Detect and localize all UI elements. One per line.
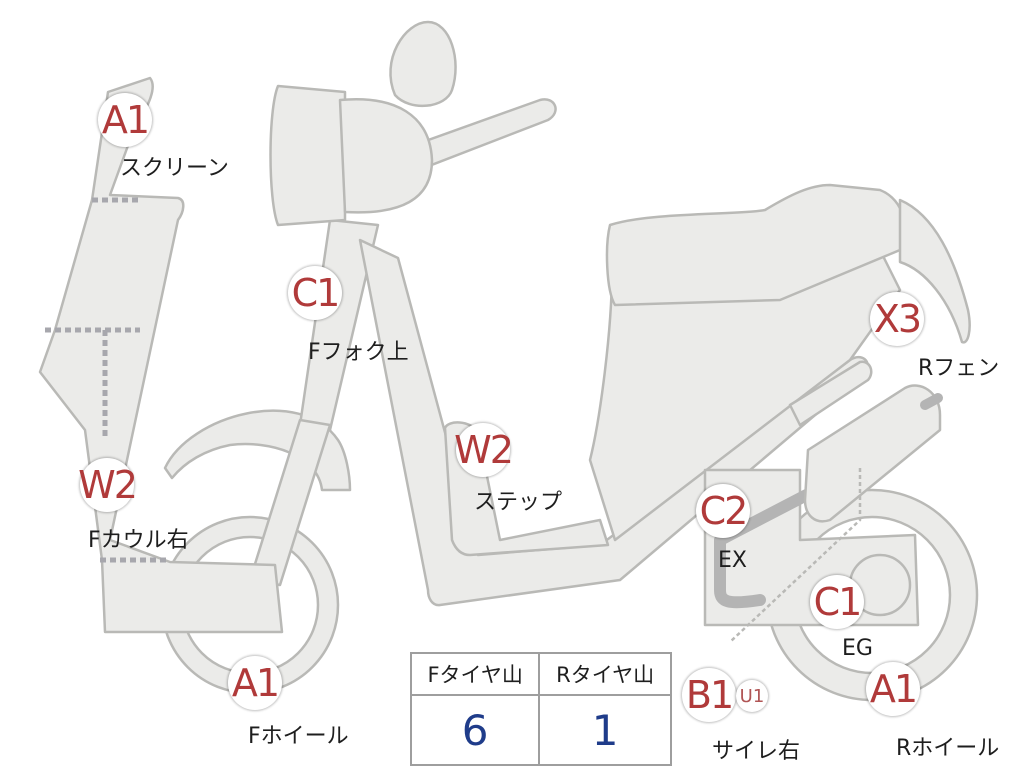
fork-lower — [248, 418, 332, 587]
part-label: Rホイール — [896, 736, 1000, 761]
front-tire-header: Fタイヤ山 — [409, 652, 541, 696]
mirror — [389, 20, 457, 108]
tire-tread-table: Fタイヤ山 Rタイヤ山 6 1 — [409, 652, 672, 766]
side-rail — [788, 360, 873, 427]
cowl-zone-lines — [45, 197, 170, 563]
damage-code-badge: A1 — [866, 662, 920, 716]
rear-tire-header: Rタイヤ山 — [538, 652, 672, 696]
marker-c1-ffork[interactable]: C1 — [288, 266, 342, 320]
silencer-tip — [920, 393, 943, 410]
marker-w2-fcowl[interactable]: W2 — [78, 458, 138, 512]
damage-code-badge: W2 — [78, 458, 138, 512]
headlight — [269, 84, 347, 227]
step-board — [443, 421, 610, 557]
part-label: EG — [842, 636, 873, 661]
part-label: Fカウル右 — [88, 528, 189, 553]
damage-subcode-badge: U1 — [736, 680, 768, 712]
rear-fender — [898, 198, 971, 344]
part-label: Fフォク上 — [308, 340, 409, 365]
rear-tire-value: 1 — [538, 694, 672, 766]
part-label: スクリーン — [120, 156, 229, 181]
rear-body — [588, 248, 902, 542]
marker-a1-fwheel[interactable]: A1 — [228, 656, 282, 710]
part-label: Fホイール — [248, 724, 349, 749]
marker-b1-silencer[interactable]: B1 — [682, 668, 736, 722]
marker-w2-step[interactable]: W2 — [454, 423, 514, 477]
silencer-pointer — [729, 468, 862, 643]
damage-code-badge: X3 — [870, 292, 924, 346]
damage-code-badge: C1 — [810, 575, 864, 629]
part-label: ステップ — [474, 490, 563, 515]
silencer — [803, 384, 942, 523]
seat — [605, 183, 907, 307]
damage-code-badge: B1 — [682, 668, 736, 722]
marker-a1-rwheel[interactable]: A1 — [866, 662, 920, 716]
damage-code-badge: A1 — [228, 656, 282, 710]
part-label: Rフェン — [918, 356, 1000, 381]
headlight-housing — [338, 98, 434, 214]
marker-c2-ex[interactable]: C2 — [696, 484, 750, 538]
damage-code-badge: W2 — [454, 423, 514, 477]
marker-x3-rfender[interactable]: X3 — [870, 292, 924, 346]
front-tire-value: 6 — [409, 694, 541, 766]
front-fork — [298, 218, 380, 432]
damage-code-badge: A1 — [98, 93, 152, 147]
damage-code-badge: C1 — [288, 266, 342, 320]
part-label: サイレ右 — [712, 739, 801, 764]
marker-a1-screen[interactable]: A1 — [98, 93, 152, 147]
damage-code-badge: C2 — [696, 484, 750, 538]
marker-c1-eg[interactable]: C1 — [810, 575, 864, 629]
part-label: EX — [718, 548, 747, 573]
marker-u1-silencer[interactable]: U1 — [736, 680, 768, 712]
